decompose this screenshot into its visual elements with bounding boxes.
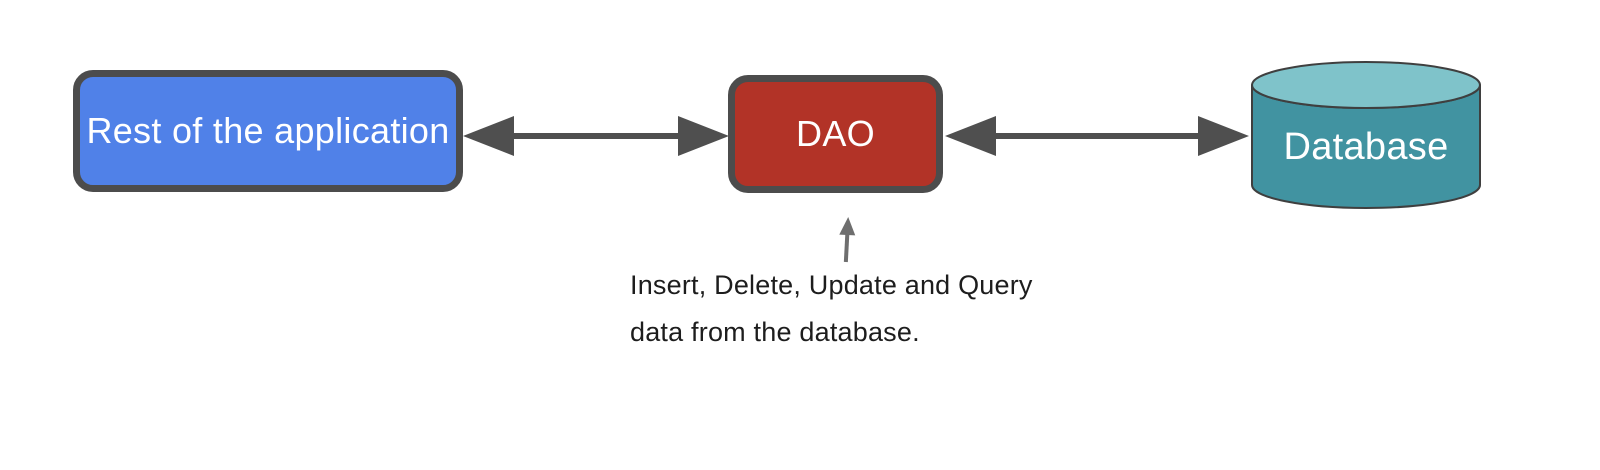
annotation-line-2: data from the database. (630, 317, 920, 347)
double-arrow-icon (463, 116, 729, 156)
annotation-text: Insert, Delete, Update and Query data fr… (630, 262, 1033, 356)
arrow-app-dao (462, 114, 730, 158)
database-cylinder-icon (1251, 61, 1481, 209)
database-label: Database (1283, 125, 1449, 168)
cylinder-top (1251, 61, 1481, 109)
dao-node-label: DAO (796, 113, 875, 154)
up-arrow-icon (839, 217, 856, 263)
arrow-dao-database (944, 114, 1250, 158)
app-node: Rest of the application (73, 70, 463, 192)
app-node-label: Rest of the application (86, 110, 450, 151)
annotation-line-1: Insert, Delete, Update and Query (630, 270, 1033, 300)
dao-node: DAO (728, 75, 943, 193)
database-node (1250, 60, 1482, 210)
annotation-arrow (837, 217, 857, 264)
double-arrow-icon (945, 116, 1249, 156)
